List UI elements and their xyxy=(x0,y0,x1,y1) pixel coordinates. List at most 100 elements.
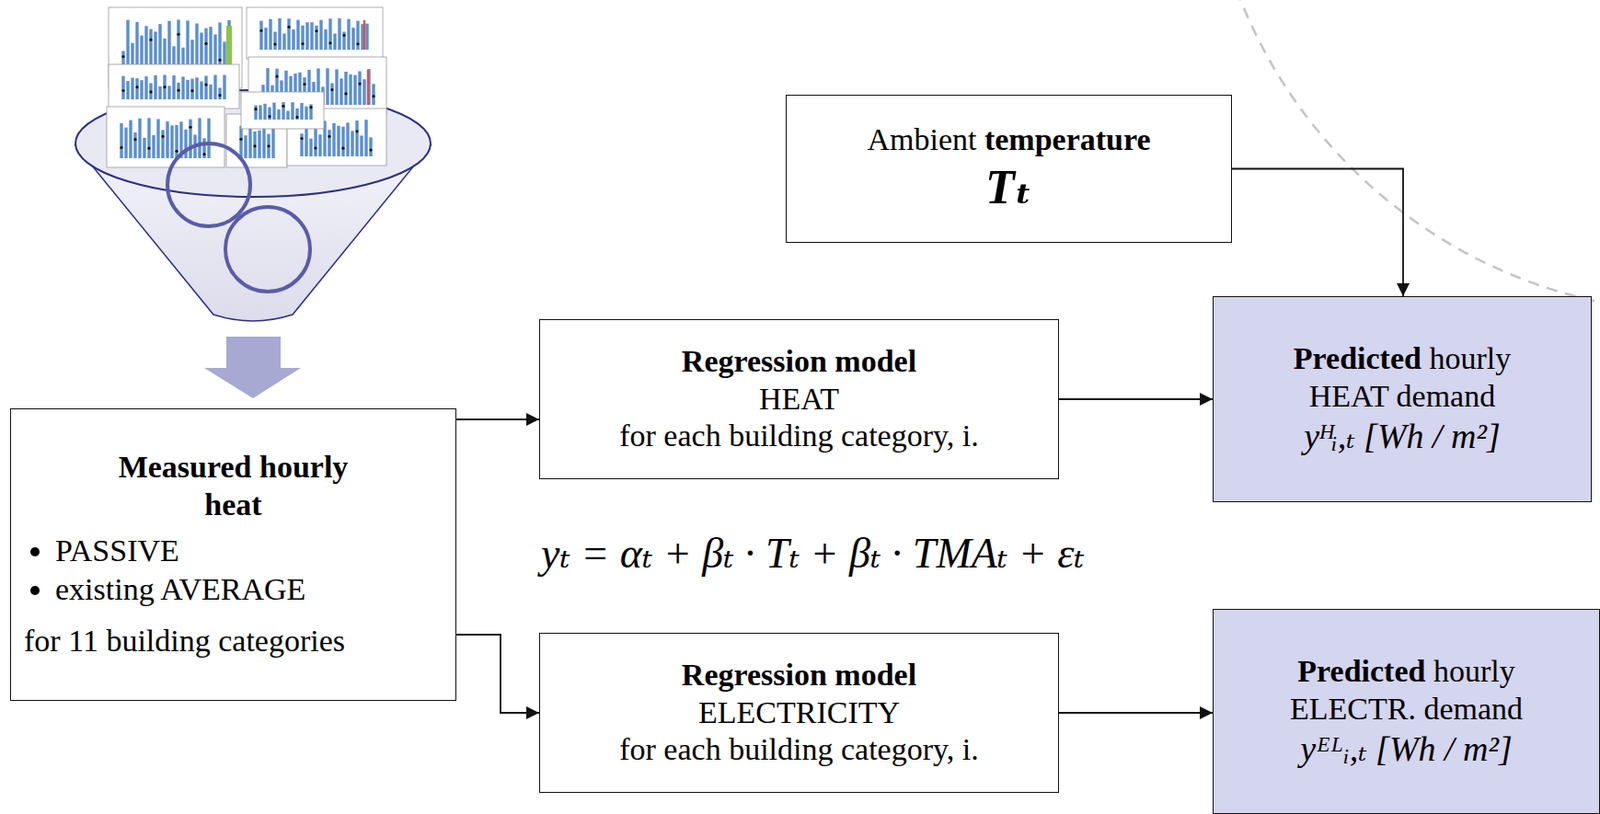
thumbnail-bar xyxy=(299,103,303,120)
thumbnail-bar xyxy=(243,135,247,159)
thumbnail-bar xyxy=(121,76,125,100)
thumbnail-bar xyxy=(314,25,318,50)
chart-thumbnail xyxy=(241,92,324,129)
node-text: for 11 building categories xyxy=(23,622,346,661)
bullet-list: PASSIVEexisting AVERAGE xyxy=(23,531,443,611)
thumbnail-bar xyxy=(176,82,180,100)
thumbnail-bar xyxy=(130,78,134,100)
thumbnail-bar xyxy=(368,137,372,157)
connector-arrow xyxy=(456,418,540,421)
node-text: for each building category, i. xyxy=(619,417,979,456)
node-heading: Ambient temperature xyxy=(866,121,1151,160)
thumbnail-dot xyxy=(295,115,299,119)
node-heading: Predicted hourly ELECTR. demand xyxy=(1268,653,1545,729)
thumbnail-bar xyxy=(119,123,123,159)
thumbnail-bar xyxy=(172,75,175,100)
thumbnail-bar xyxy=(218,87,221,100)
thumbnail-bar xyxy=(151,135,155,159)
thumbnail-bar xyxy=(309,138,312,157)
node-heading: Measured hourly heat xyxy=(118,448,349,525)
thumbnail-dot xyxy=(309,105,312,109)
thumbnail-bar xyxy=(287,18,290,50)
thumbnail-dot xyxy=(176,33,180,36)
regression-equation: yₜ = αₜ + βₜ · Tₜ + βₜ · TMAₜ + εₜ xyxy=(541,528,1085,578)
node-text: Tₜ xyxy=(985,159,1033,217)
thumbnail-bar xyxy=(262,128,265,159)
thumbnail-frame xyxy=(241,92,324,129)
thumbnail-dot xyxy=(253,144,256,148)
thumbnail-bar xyxy=(267,107,271,120)
process-box: Regression modelHEATfor each building ca… xyxy=(539,319,1059,480)
thumbnail-bar xyxy=(367,69,370,105)
thumbnail-bar xyxy=(253,131,256,159)
thumbnail-bar xyxy=(295,108,299,120)
thumbnail-bar xyxy=(142,138,146,159)
thumbnail-dot xyxy=(176,89,180,93)
thumbnail-bar xyxy=(362,79,366,105)
thumbnail-bar xyxy=(185,80,189,100)
thumbnail-dot xyxy=(368,148,372,151)
thumbnail-bar xyxy=(258,104,262,120)
down-arrow xyxy=(204,336,301,399)
input-data-box: Measured hourly heatPASSIVEexisting AVER… xyxy=(10,408,457,702)
node-text: for each building category, i. xyxy=(619,731,979,770)
connector-arrow xyxy=(1058,398,1213,401)
thumbnail-dot xyxy=(356,42,359,46)
thumbnail-bar xyxy=(319,20,323,50)
thumbnail-bar xyxy=(202,138,206,159)
thumbnail-bar xyxy=(138,118,141,159)
thumbnail-dot xyxy=(149,90,152,93)
thumbnail-bar xyxy=(208,84,212,100)
thumbnail-dot xyxy=(121,55,125,58)
thumbnail-bar xyxy=(291,29,295,50)
thumbnail-bar xyxy=(345,122,349,157)
thumbnail-dot xyxy=(218,93,221,97)
dashed-arc xyxy=(1205,0,1600,313)
thumbnail-bar xyxy=(367,69,370,105)
thumbnail-bar xyxy=(248,127,252,159)
thumbnail-bar xyxy=(170,125,173,159)
thumbnail-dot xyxy=(135,85,139,89)
thumbnail-bar xyxy=(353,75,357,105)
thumbnail-bar xyxy=(149,82,152,100)
thumbnail-bar xyxy=(328,18,332,50)
thumbnail-bar xyxy=(264,27,267,50)
thumbnail-bar xyxy=(296,20,300,50)
thumbnail-dot xyxy=(371,94,375,98)
thumbnail-dot xyxy=(218,58,221,62)
thumbnail-dot xyxy=(275,74,278,78)
thumbnail-bar xyxy=(213,75,217,100)
thumbnail-bar xyxy=(359,135,363,157)
thumbnail-bar xyxy=(268,19,272,50)
thumbnail-bar xyxy=(344,71,347,105)
output-box: Predicted hourly HEAT demandyᴴᵢ,ₜ [Wh / … xyxy=(1212,296,1592,503)
thumbnail-dot xyxy=(341,147,345,150)
thumbnail-dot xyxy=(302,82,306,86)
thumbnail-bar xyxy=(184,129,187,159)
thumbnail-dot xyxy=(161,135,164,139)
thumbnail-bar xyxy=(253,104,257,120)
thumbnail-bar xyxy=(222,75,226,100)
thumbnail-bar xyxy=(334,69,338,105)
connector-arrow xyxy=(1231,169,1404,298)
thumbnail-bar xyxy=(156,118,160,159)
thumbnail-bar xyxy=(318,134,322,157)
node-heading: Predicted hourly HEAT demand xyxy=(1264,340,1541,416)
thumbnail-bar xyxy=(350,130,354,157)
thumbnail-bar xyxy=(371,83,375,105)
thumbnail-bar xyxy=(239,126,242,159)
output-box: Predicted hourly ELECTR. demandyᴱᴸᵢ,ₜ [W… xyxy=(1212,609,1600,814)
thumbnail-bar xyxy=(124,127,127,159)
node-text: HEAT xyxy=(759,380,840,419)
funnel-ring xyxy=(225,207,311,292)
thumbnail-bar xyxy=(310,22,313,50)
thumbnail-bar xyxy=(271,126,275,159)
thumbnail-dot xyxy=(204,82,208,86)
thumbnail-bar xyxy=(336,126,340,157)
thumbnail-bar xyxy=(139,80,143,100)
thumbnail-bar xyxy=(188,119,192,159)
node-text: yᴴᵢ,ₜ [Wh / m²] xyxy=(1303,415,1500,459)
chart-thumbnail xyxy=(246,7,383,59)
thumbnail-bar xyxy=(309,103,312,120)
thumbnail-dot xyxy=(299,137,303,140)
